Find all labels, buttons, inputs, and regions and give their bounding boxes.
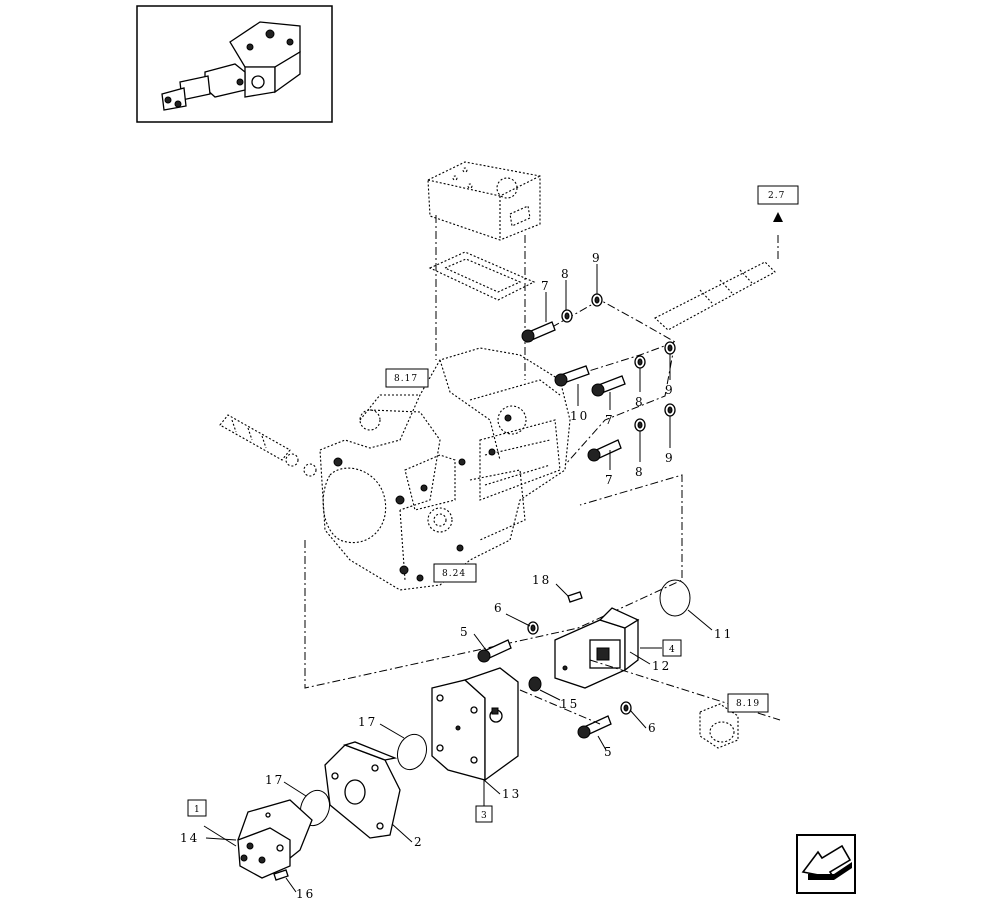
callout-2: 2 [414, 835, 424, 849]
washer-6-lower [620, 701, 632, 715]
washer-9-upper [591, 293, 603, 307]
callout-17: 17 [358, 715, 377, 729]
callout-8: 8 [561, 267, 571, 281]
reference-box-4[interactable]: 4 [662, 639, 682, 657]
svg-text:2.7: 2.7 [768, 191, 785, 201]
svg-text:1: 1 [194, 805, 201, 815]
reference-box-8-17[interactable]: 8.17 [385, 368, 429, 388]
top-cover [427, 161, 541, 241]
washer-6-upper [527, 621, 539, 635]
washer-8-mid [634, 355, 646, 369]
callout-9: 9 [592, 251, 602, 265]
callout-14: 14 [180, 831, 199, 845]
reference-box-8-19[interactable]: 8.19 [727, 693, 769, 713]
callout-labels: 7 8 9 10 7 8 9 7 8 9 18 6 5 11 12 15 6 5… [180, 251, 733, 901]
adaptor-plate-2 [324, 741, 401, 839]
callout-11: 11 [714, 627, 733, 641]
cover-gasket [428, 251, 536, 301]
assembly-thumbnail-icon [136, 5, 333, 123]
svg-text:8.24: 8.24 [442, 569, 466, 579]
svg-text:8.17: 8.17 [394, 374, 418, 384]
washer-9-mid [664, 341, 676, 355]
reference-box-1[interactable]: 1 [187, 799, 207, 817]
pump-assembly-4 [554, 607, 640, 689]
reference-box-8-24[interactable]: 8.24 [433, 563, 477, 583]
control-shaft [219, 414, 317, 477]
pin-16 [273, 869, 289, 881]
callout-5: 5 [460, 625, 470, 639]
svg-text:4: 4 [669, 645, 676, 655]
reference-box-3[interactable]: 3 [475, 805, 493, 823]
o-ring-11 [659, 579, 691, 617]
drive-shaft [654, 261, 776, 331]
callout-12: 12 [652, 659, 671, 673]
reference-box-2-7[interactable]: 2.7 [757, 185, 799, 205]
bolt-7-upper [521, 321, 556, 343]
callout-5: 5 [604, 745, 614, 759]
callout-7: 7 [605, 413, 615, 427]
bolt-7-lower [587, 439, 622, 462]
callout-6: 6 [648, 721, 658, 735]
washer-8-upper [561, 309, 573, 323]
leader-lines-upper [545, 264, 671, 470]
next-page-arrow-icon[interactable] [796, 834, 856, 894]
main-housing [319, 347, 571, 591]
callout-8: 8 [635, 465, 645, 479]
bolt-5-upper [477, 639, 512, 663]
coupling-15 [528, 676, 542, 692]
callout-7: 7 [605, 473, 615, 487]
bolt-5-lower [577, 715, 612, 739]
pin-18 [567, 591, 583, 603]
callout-13: 13 [502, 787, 521, 801]
pump-13 [431, 667, 519, 782]
callout-9: 9 [665, 451, 675, 465]
leader-lines-lower [203, 583, 713, 893]
callout-16: 16 [296, 887, 315, 901]
svg-text:8.19: 8.19 [736, 699, 760, 709]
callout-17: 17 [265, 773, 284, 787]
pump-14 [237, 799, 313, 879]
fitting-8-19 [699, 703, 739, 749]
o-ring-17-upper [396, 733, 428, 771]
washer-9-lower [664, 403, 676, 417]
bolt-7-mid [591, 375, 626, 397]
bolt-10 [554, 365, 590, 387]
callout-8: 8 [635, 395, 645, 409]
callout-18: 18 [532, 573, 551, 587]
washer-8-lower [634, 418, 646, 432]
callout-9: 9 [665, 383, 675, 397]
callout-6: 6 [494, 601, 504, 615]
callout-10: 10 [570, 409, 589, 423]
callout-15: 15 [560, 697, 579, 711]
callout-7: 7 [541, 279, 551, 293]
svg-text:3: 3 [481, 811, 488, 821]
